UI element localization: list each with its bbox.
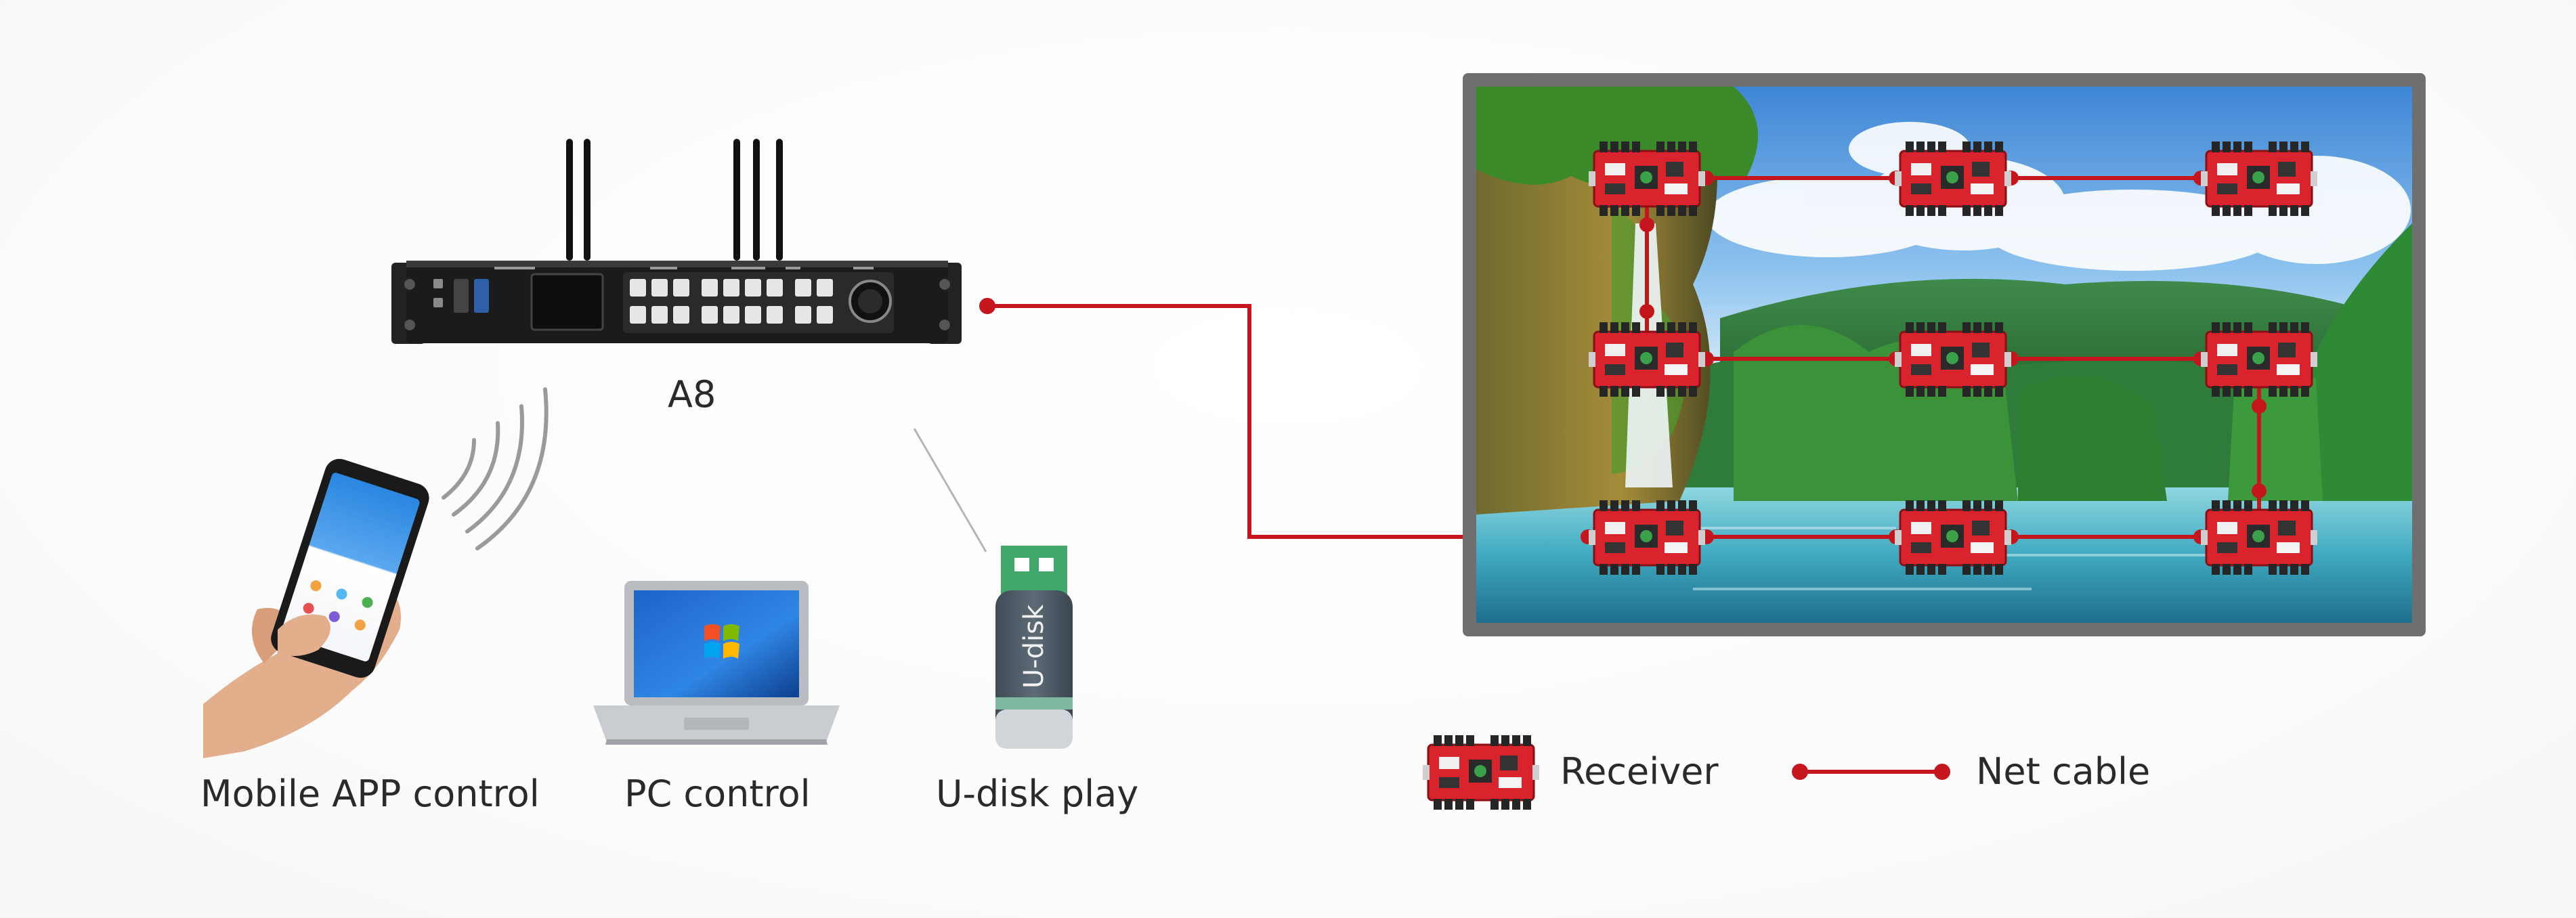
receiver-card xyxy=(1587,499,1706,576)
legend-cable-label: Net cable xyxy=(1976,750,2151,793)
smartphone-icon xyxy=(203,387,549,758)
device-name-label: A8 xyxy=(668,373,716,416)
receiver-card xyxy=(2199,321,2319,398)
udisk-link-line xyxy=(913,428,987,552)
net-cable-main xyxy=(987,304,1646,539)
receiver-card xyxy=(2199,499,2319,576)
receiver-card xyxy=(2199,140,2319,217)
cable-endpoint xyxy=(979,298,995,314)
receiver-card xyxy=(1587,321,1706,398)
legend-receiver-icon xyxy=(1421,734,1541,811)
udisk-play-label: U-disk play xyxy=(936,772,1139,815)
udisk-body-text: U-disk xyxy=(1001,596,1067,697)
a8-controller-device xyxy=(391,139,962,344)
legend-receiver-label: Receiver xyxy=(1560,750,1719,793)
pc-control-label: PC control xyxy=(624,772,811,815)
receiver-card xyxy=(1893,321,2013,398)
receiver-card xyxy=(1893,140,2013,217)
mobile-app-control-label: Mobile APP control xyxy=(200,772,540,815)
udisk-label: U-disk xyxy=(1018,604,1050,689)
receiver-card xyxy=(1893,499,2013,576)
legend xyxy=(1421,734,1950,811)
receiver-grid xyxy=(1587,140,2319,576)
receiver-card xyxy=(1587,140,1706,217)
laptop-icon xyxy=(593,581,840,745)
usb-drive-icon xyxy=(995,546,1073,749)
